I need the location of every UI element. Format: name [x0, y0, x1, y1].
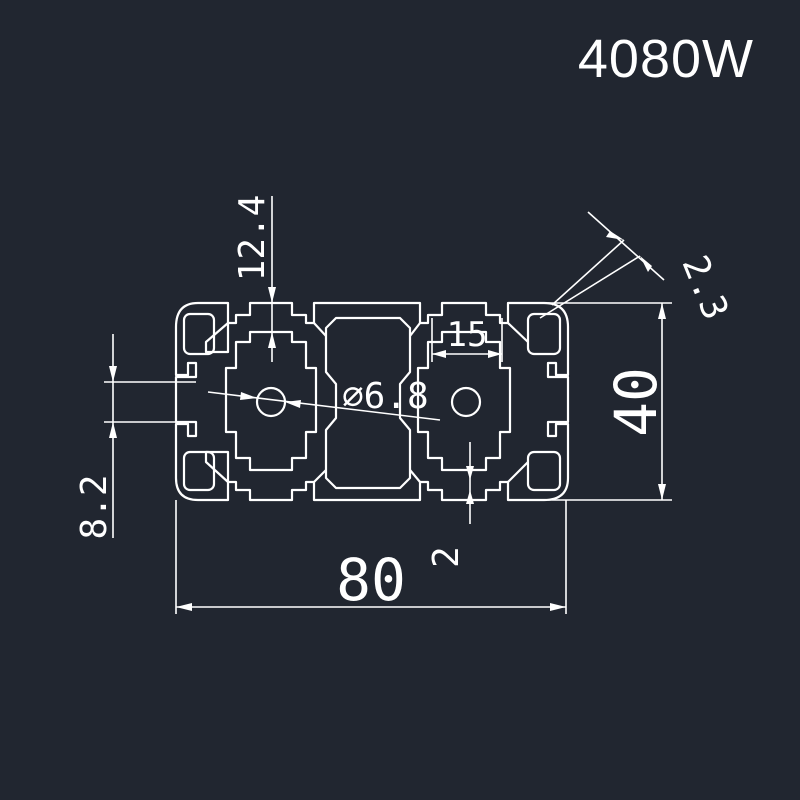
corner-cavity-top-left — [182, 312, 216, 356]
corner-wall-arrow-a — [606, 231, 624, 240]
slot-width-arrow-top — [109, 366, 117, 382]
corner-wall-extension-a — [551, 239, 625, 306]
slot-width-label: 8.2 — [74, 474, 115, 539]
corner-cavity-bottom-right — [526, 450, 562, 492]
core-width-label: 15 — [447, 315, 488, 355]
corner-cavity-top-right — [526, 312, 562, 356]
slot-width-arrow-bottom — [109, 422, 117, 438]
height-label: 40 — [602, 367, 670, 437]
bore-arrow-left — [240, 392, 257, 400]
top-slot-webs — [204, 321, 529, 354]
core-width-arrow-left — [432, 350, 446, 358]
corner-wall-line — [587, 211, 665, 281]
wall-arrow-top — [466, 466, 474, 480]
slot-depth-arrow-top — [268, 287, 276, 303]
left-node-core — [224, 330, 318, 472]
bore-arrow-right — [285, 400, 301, 408]
wall-arrow-bottom — [466, 490, 474, 504]
slot-depth-arrow-bottom — [268, 332, 276, 348]
corner-wall-arrow-b — [640, 256, 652, 272]
corner-cavity-bottom-left — [182, 450, 216, 492]
width-arrow-right — [550, 603, 566, 611]
profile-outer-outline — [174, 301, 570, 502]
slot-depth-label: 12.4 — [232, 195, 273, 282]
wall-thickness-label: 2 — [426, 546, 467, 568]
bottom-slot-webs — [204, 450, 529, 484]
left-center-bore — [255, 386, 287, 418]
profile-cross-section — [174, 301, 570, 502]
center-cavity — [324, 316, 412, 490]
bore-diameter-label: ⌀6.8 — [342, 376, 429, 417]
width-label: 80 — [336, 546, 406, 614]
corner-wall-extension-b — [539, 255, 641, 319]
right-node-core — [416, 330, 512, 472]
core-width-arrow-right — [488, 350, 502, 358]
right-center-bore — [450, 386, 482, 418]
dimension-lines — [104, 196, 672, 614]
profile-model-title: 4080W — [577, 29, 754, 89]
corner-wall-label: 2.3 — [673, 250, 735, 326]
height-arrow-top — [658, 303, 666, 319]
height-arrow-bottom — [658, 484, 666, 500]
width-arrow-left — [176, 603, 192, 611]
